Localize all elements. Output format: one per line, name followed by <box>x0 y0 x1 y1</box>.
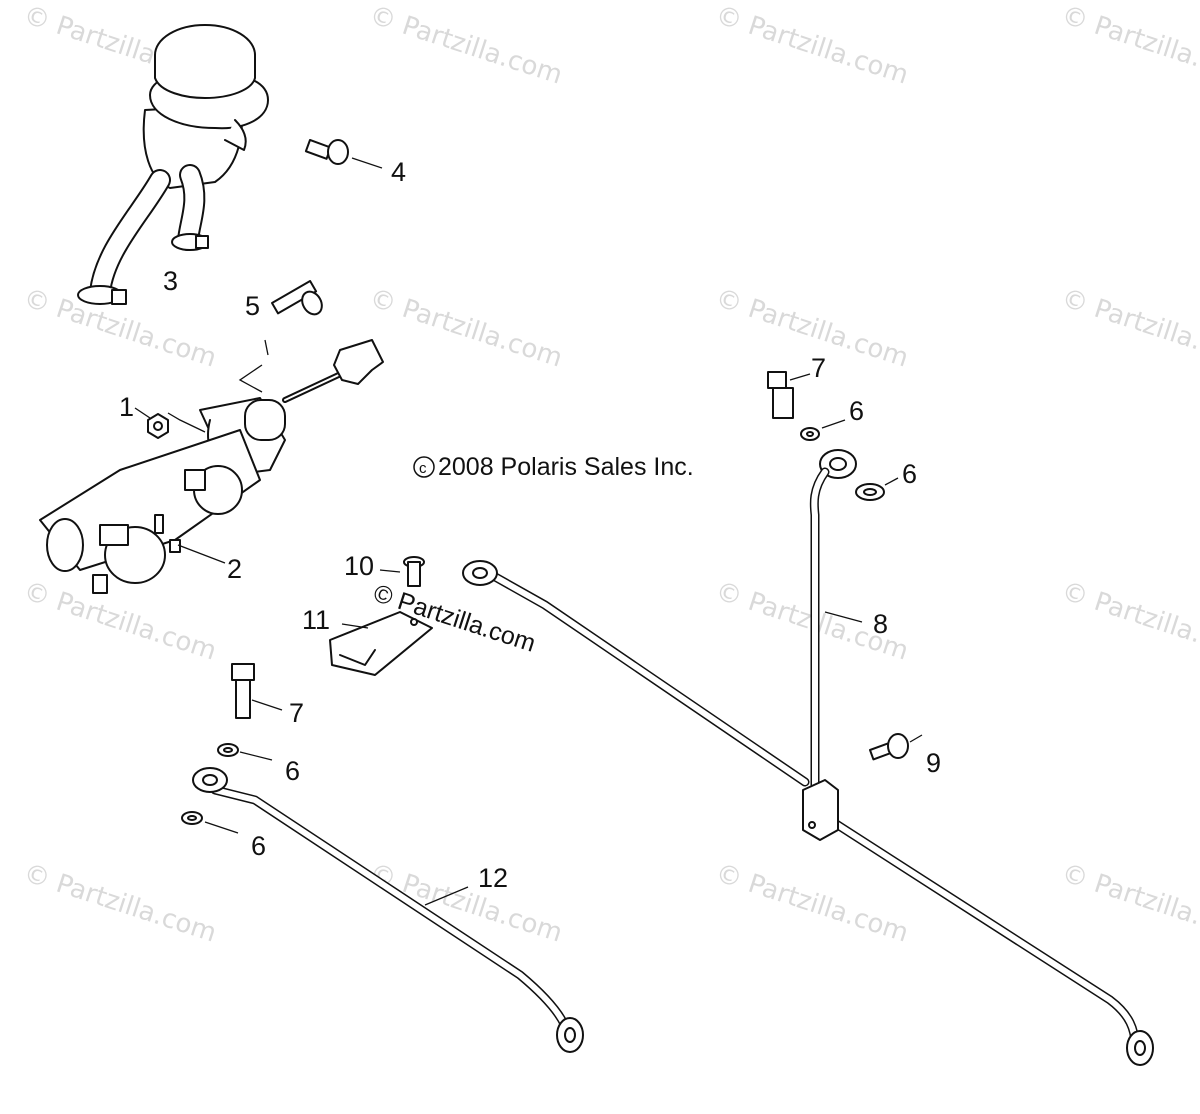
leader-line <box>909 734 923 743</box>
hose-clamp <box>77 233 209 305</box>
callout-3: 3 <box>163 266 178 296</box>
callout-12: 12 <box>478 863 508 893</box>
watermark: © Partzilla.com <box>1058 858 1200 949</box>
reservoir-hose <box>89 164 206 303</box>
bracket-11 <box>329 611 433 676</box>
leader-line <box>821 419 846 429</box>
leader-line <box>379 569 401 573</box>
callout-11: 11 <box>302 605 330 635</box>
washer-6 <box>217 743 239 757</box>
copyright-notice: c 2008 Polaris Sales Inc. <box>413 453 694 481</box>
leader-line <box>167 412 206 433</box>
watermark: © Partzilla.com <box>712 858 912 949</box>
washer-6 <box>800 427 820 441</box>
leader-line <box>177 544 226 564</box>
nut-1 <box>147 413 169 439</box>
bolt-7 <box>231 663 255 719</box>
leader-line <box>424 886 469 906</box>
leader-line <box>251 699 283 711</box>
leader-line <box>351 157 383 169</box>
leader-line <box>239 751 273 761</box>
watermark: © Partzilla.com <box>1058 0 1200 91</box>
brake-hose-8 <box>809 467 830 790</box>
callout-10: 10 <box>344 551 374 581</box>
bolt-10 <box>403 556 425 587</box>
bolt-5 <box>271 280 323 316</box>
watermark: © Partzilla.com <box>20 576 220 667</box>
callout-5: 5 <box>245 291 260 321</box>
washer-6 <box>855 483 885 501</box>
tee-block <box>802 779 839 841</box>
leader-line <box>824 611 863 623</box>
bolt-7 <box>767 371 794 419</box>
banjo-fitting <box>462 560 1154 1066</box>
watermark: © Partzilla.com <box>20 858 220 949</box>
callout-2: 2 <box>227 554 242 584</box>
reservoir <box>142 24 269 189</box>
screw-4 <box>304 139 349 165</box>
callout-6: 6 <box>902 459 917 489</box>
callout-1: 1 <box>119 392 134 422</box>
master-cylinder <box>39 397 286 594</box>
callout-6: 6 <box>849 396 864 426</box>
copyright-symbol <box>413 456 435 478</box>
watermark: © Partzilla.com <box>712 0 912 91</box>
pushrod-clevis <box>282 339 384 403</box>
callout-7: 7 <box>811 353 826 383</box>
leader-line <box>341 623 369 629</box>
callout-6: 6 <box>285 756 300 786</box>
callout-9: 9 <box>926 748 941 778</box>
watermark: © Partzilla.com <box>366 0 566 91</box>
callout-8: 8 <box>873 609 888 639</box>
washer-6 <box>181 811 203 825</box>
watermark: © Partzilla.com <box>1058 576 1200 667</box>
banjo-fitting <box>192 767 584 1053</box>
screw-9 <box>869 733 909 761</box>
leader-line <box>789 373 811 381</box>
copyright-text: 2008 Polaris Sales Inc. <box>438 453 694 481</box>
callout-4: 4 <box>391 157 406 187</box>
copyright-symbol-letter: c <box>419 460 427 477</box>
callout-7: 7 <box>289 698 304 728</box>
leader-line <box>134 407 151 419</box>
leader-line <box>238 339 269 393</box>
leader-line <box>884 477 899 486</box>
watermark: © Partzilla.com <box>1058 283 1200 374</box>
callout-6: 6 <box>251 831 266 861</box>
leader-line <box>204 821 239 834</box>
watermark: © Partzilla.com <box>366 283 566 374</box>
